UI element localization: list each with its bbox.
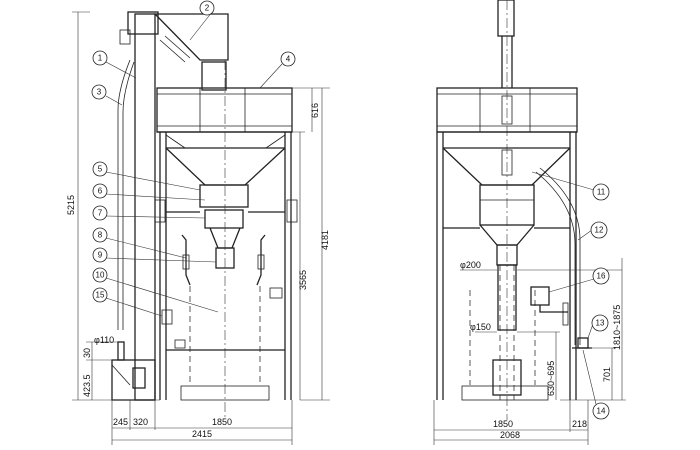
dim-245: 245 (113, 417, 128, 427)
dim-320: 320 (133, 417, 148, 427)
svg-text:4: 4 (286, 55, 291, 64)
dim-30: 30 (82, 348, 92, 358)
weigh-hopper (199, 184, 249, 208)
dim-2068: 2068 (500, 430, 520, 440)
dim-1850-left: 1850 (212, 417, 232, 427)
svg-text:3: 3 (97, 88, 102, 97)
svg-text:6: 6 (98, 187, 103, 196)
dim-1810-1875: 1810~1875 (612, 305, 622, 350)
dim-701: 701 (602, 367, 612, 382)
dim-218: 218 (572, 419, 587, 429)
dim-630-695: 630~695 (546, 361, 556, 396)
callout-8: 8 (92, 227, 108, 243)
dim-5215: 5215 (66, 195, 76, 215)
callout-4: 4 (280, 51, 296, 67)
svg-text:8: 8 (98, 231, 103, 240)
svg-text:9: 9 (98, 251, 103, 260)
callout-5: 5 (92, 161, 108, 177)
svg-text:2: 2 (205, 4, 210, 13)
dim-1850-right: 1850 (493, 419, 513, 429)
svg-text:12: 12 (595, 226, 604, 235)
dim-2415: 2415 (192, 429, 212, 439)
elevator-head-right (497, 0, 515, 37)
dim-4181: 4181 (320, 230, 330, 250)
callout-2: 2 (199, 0, 215, 16)
left-elevation-view: 5215 30 423.5 φ110 616 4181 3565 245 320… (66, 0, 330, 445)
callout-7: 7 (92, 205, 108, 221)
callout-10: 10 (92, 267, 108, 283)
callout-3: 3 (91, 84, 107, 100)
svg-text:11: 11 (597, 188, 606, 197)
callout-9: 9 (92, 247, 108, 263)
svg-text:16: 16 (597, 272, 606, 281)
svg-text:15: 15 (96, 291, 105, 300)
storage-hopper-top (156, 87, 293, 133)
callout-6: 6 (92, 183, 108, 199)
bucket-elevator (134, 13, 156, 401)
dim-423-5: 423.5 (82, 374, 92, 397)
callout-15: 15 (92, 287, 108, 303)
hopper-cone (165, 147, 286, 186)
dim-616: 616 (310, 103, 320, 118)
dim-dia-110: φ110 (94, 335, 114, 345)
svg-text:10: 10 (96, 271, 105, 280)
callout-11: 11 (592, 183, 610, 201)
svg-text:13: 13 (596, 319, 605, 328)
callout-14: 14 (592, 402, 610, 420)
svg-text:14: 14 (597, 407, 606, 416)
svg-text:7: 7 (98, 209, 103, 218)
right-elevation-view: φ200 φ150 630~695 701 1810~1875 1850 218… (433, 0, 626, 445)
dim-dia-200: φ200 (460, 260, 481, 270)
dim-dia-150: φ150 (470, 322, 491, 332)
callout-12: 12 (590, 221, 608, 239)
svg-text:1: 1 (98, 54, 103, 63)
elevator-head (127, 11, 159, 35)
dim-3565: 3565 (298, 270, 308, 290)
callout-13: 13 (591, 314, 609, 332)
svg-text:5: 5 (98, 165, 103, 174)
controller-box (530, 286, 550, 306)
callout-16: 16 (592, 267, 610, 285)
callout-1: 1 (92, 50, 108, 66)
